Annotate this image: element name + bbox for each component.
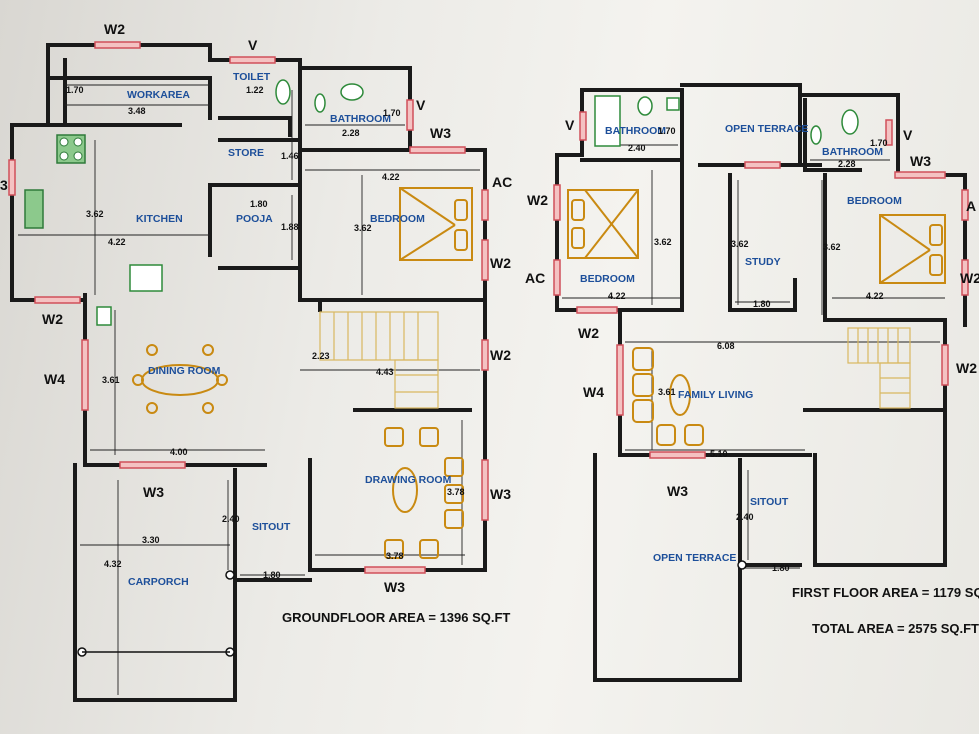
vent-tag: V [903,127,913,143]
dim-label: 1.80 [250,199,268,209]
dim-label: 1.80 [772,563,790,573]
first-floor-area-label: FIRST FLOOR AREA = 1179 SQ.FT [792,585,979,600]
room-label-kitchen: KITCHEN [136,213,183,225]
dim-label: 4.22 [866,291,884,301]
dim-label: 4.22 [382,172,400,182]
ground-window-tags: W2 V V W3 AC W2 W2 W2 W4 W3 W3 W3 3 [0,21,512,595]
room-label-workarea: WORKAREA [127,89,190,101]
room-label-drawing-room: DRAWING ROOM [365,474,452,486]
room-label-pooja: POOJA [236,213,273,225]
room-label-bedroom-right: BEDROOM [847,195,902,207]
dim-label: 2.23 [312,351,330,361]
dim-label: 2.40 [736,512,754,522]
dim-label: 1.70 [658,126,676,136]
room-label-carporch: CARPORCH [128,576,189,588]
dim-label: 4.32 [104,559,122,569]
vent-tag: V [248,37,258,53]
dim-label: 2.28 [838,159,856,169]
dim-label: 1.80 [753,299,771,309]
dim-label: 3.78 [386,551,404,561]
window-tag: W2 [956,360,977,376]
vent-tag: V [565,117,575,133]
window-tag: W3 [143,484,164,500]
window-tag: W3 [490,486,511,502]
room-label-open-terrace-bottom: OPEN TERRACE [653,552,736,564]
dim-label: 3.61 [658,387,676,397]
room-label-bedroom-left: BEDROOM [580,273,635,285]
dim-label: 3.48 [128,106,146,116]
room-label-study: STUDY [745,256,781,268]
window-tag: W3 [667,483,688,499]
room-label-family-living: FAMILY LIVING [678,389,753,401]
window-tag: W2 [490,347,511,363]
ground-floor-plan: WORKAREA TOILET BATHROOM STORE KITCHEN P… [0,21,512,702]
room-label-bathroom: BATHROOM [330,113,391,125]
room-label-dining-room: DINING ROOM [148,365,221,377]
vent-tag: V [416,97,426,113]
ground-dimension-labels: 1.70 3.48 1.22 2.28 1.70 1.46 1.80 1.88 … [66,85,465,580]
dim-label: 3.62 [731,239,749,249]
window-tag: W2 [490,255,511,271]
dim-label: 3.78 [447,487,465,497]
dim-label: 1.22 [246,85,264,95]
dim-label: 4.22 [608,291,626,301]
dim-label: 5.10 [710,449,728,459]
window-tag: W2 [104,21,125,37]
ac-tag: AC [525,270,545,286]
dim-label: 2.40 [222,514,240,524]
dim-label: 3.30 [142,535,160,545]
room-label-open-terrace-top: OPEN TERRACE [725,123,808,135]
dim-label: 1.46 [281,151,299,161]
window-tag: W2 [960,270,979,286]
ground-staircase [319,311,439,409]
window-tag: W3 [910,153,931,169]
dim-label: 3.62 [654,237,672,247]
dim-label: 2.40 [628,143,646,153]
dim-label: 4.00 [170,447,188,457]
room-label-toilet: TOILET [233,71,271,83]
ground-floor-area-label: GROUNDFLOOR AREA = 1396 SQ.FT [282,610,510,625]
dim-label: 1.80 [263,570,281,580]
first-window-tags: V V W3 W2 AC W2 W4 W3 W2 W2 A [525,117,979,499]
dim-label: 3.62 [354,223,372,233]
first-floor-staircase [847,327,911,409]
room-label-sitout: SITOUT [252,521,291,533]
dim-label: 6.08 [717,341,735,351]
window-tag: 3 [0,177,8,193]
window-tag: W3 [430,125,451,141]
room-label-bedroom: BEDROOM [370,213,425,225]
dim-label: 3.62 [86,209,104,219]
window-tag: W2 [578,325,599,341]
total-area-label: TOTAL AREA = 2575 SQ.FT [812,621,979,636]
dim-label: 1.70 [66,85,84,95]
dim-label: 3.62 [823,242,841,252]
dim-label: 4.22 [108,237,126,247]
ac-tag: A [966,198,976,214]
window-tag: W2 [527,192,548,208]
dim-label: 4.43 [376,367,394,377]
ac-tag: AC [492,174,512,190]
window-tag: W2 [42,311,63,327]
dim-label: 1.88 [281,222,299,232]
first-dimension-labels: 1.70 2.40 1.70 2.28 3.62 3.62 3.62 4.22 … [608,126,888,573]
dim-label: 3.61 [102,375,120,385]
dim-label: 2.28 [342,128,360,138]
window-tag: W3 [384,579,405,595]
room-label-bathroom-left: BATHROOM [605,125,666,137]
room-label-sitout: SITOUT [750,496,789,508]
dim-label: 1.70 [383,108,401,118]
dim-label: 1.70 [870,138,888,148]
window-tag: W4 [44,371,65,387]
window-tag: W4 [583,384,604,400]
room-label-bathroom-right: BATHROOM [822,146,883,158]
first-floor-plan: BATHROOM OPEN TERRACE BATHROOM BEDROOM S… [525,83,979,682]
room-label-store: STORE [228,147,264,159]
